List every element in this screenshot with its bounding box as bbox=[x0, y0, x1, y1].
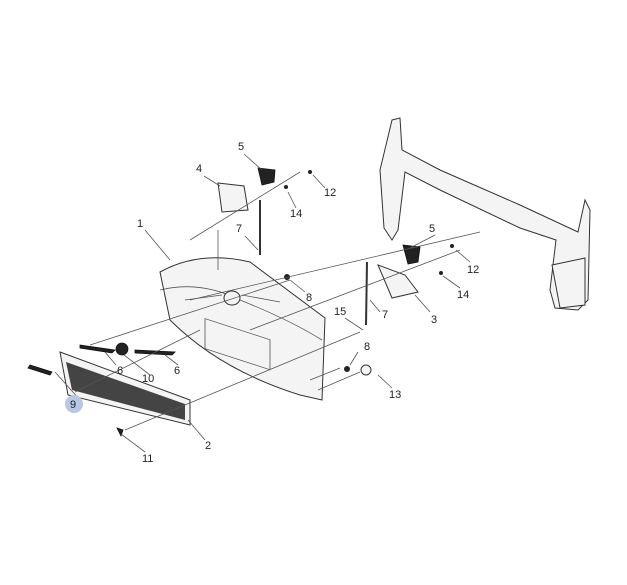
callout-5[interactable]: 5 bbox=[238, 141, 244, 153]
callout-7[interactable]: 7 bbox=[236, 223, 242, 235]
callout-12[interactable]: 12 bbox=[467, 264, 479, 276]
callout-6[interactable]: 6 bbox=[117, 365, 123, 377]
front-panel-part bbox=[159, 257, 326, 401]
callout-11[interactable]: 11 bbox=[142, 453, 153, 465]
grille-part bbox=[59, 351, 191, 426]
callout-8[interactable]: 8 bbox=[364, 341, 370, 353]
leader-lines bbox=[54, 153, 481, 453]
emblem-parts bbox=[27, 342, 176, 376]
callout-14[interactable]: 14 bbox=[290, 208, 302, 220]
callout-4[interactable]: 4 bbox=[196, 163, 202, 175]
callout-7[interactable]: 7 bbox=[382, 309, 388, 321]
callout-3[interactable]: 3 bbox=[431, 314, 437, 326]
callout-6[interactable]: 6 bbox=[174, 365, 180, 377]
callout-15[interactable]: 15 bbox=[334, 306, 346, 318]
callout-1[interactable]: 1 bbox=[137, 218, 143, 230]
callout-9[interactable]: 9 bbox=[70, 399, 76, 411]
callout-8[interactable]: 8 bbox=[306, 292, 312, 304]
callout-5[interactable]: 5 bbox=[429, 223, 435, 235]
callout-10[interactable]: 10 bbox=[142, 373, 154, 385]
hinge-parts bbox=[116, 167, 454, 438]
callout-labels: 1 2 3 4 5 5 6 6 7 7 8 8 9 10 11 12 12 13… bbox=[70, 141, 479, 465]
callout-14[interactable]: 14 bbox=[457, 289, 469, 301]
cab-frame-part bbox=[379, 117, 591, 311]
highlighted-callout-marker[interactable] bbox=[65, 395, 83, 413]
callout-13[interactable]: 13 bbox=[389, 389, 401, 401]
callout-2[interactable]: 2 bbox=[205, 440, 211, 452]
callout-12[interactable]: 12 bbox=[324, 187, 336, 199]
